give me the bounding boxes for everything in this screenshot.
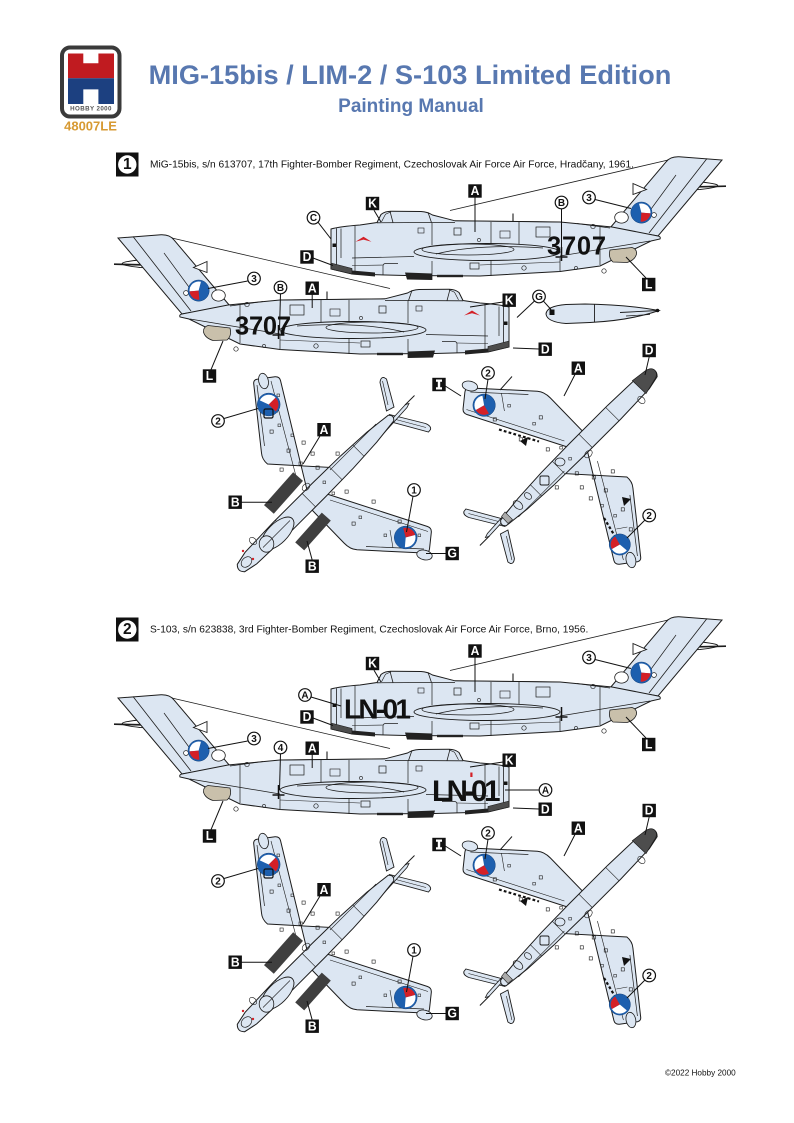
svg-text:3: 3 [251, 734, 257, 745]
svg-text:G: G [447, 1006, 457, 1021]
svg-text:B: B [231, 955, 240, 970]
svg-text:A: A [471, 644, 480, 659]
svg-text:2: 2 [123, 621, 132, 638]
svg-text:A: A [320, 422, 329, 437]
svg-text:2: 2 [215, 876, 221, 887]
svg-text:1: 1 [411, 945, 417, 956]
svg-text:3707: 3707 [235, 313, 291, 341]
svg-text:A: A [471, 184, 480, 199]
svg-text:D: D [541, 342, 550, 357]
svg-text:A: A [574, 821, 583, 836]
svg-text:A: A [542, 785, 549, 796]
svg-text:L: L [645, 737, 653, 752]
svg-text:D: D [645, 343, 654, 358]
svg-text:3707: 3707 [547, 233, 606, 261]
svg-text:Painting Manual: Painting Manual [338, 96, 484, 117]
svg-text:©2022 Hobby 2000: ©2022 Hobby 2000 [665, 1069, 736, 1078]
svg-text:3: 3 [251, 274, 257, 285]
svg-text:B: B [308, 1019, 317, 1034]
svg-text:B: B [558, 198, 565, 209]
svg-text:A: A [301, 690, 308, 701]
svg-text:C: C [310, 213, 317, 224]
svg-text:K: K [505, 753, 515, 768]
svg-text:LN-01: LN-01 [432, 775, 501, 808]
svg-text:D: D [645, 803, 654, 818]
svg-text:3: 3 [586, 653, 592, 664]
svg-text:MiG-15bis, s/n 613707, 17th Fi: MiG-15bis, s/n 613707, 17th Fighter-Bomb… [150, 160, 634, 171]
svg-text:B: B [277, 283, 284, 294]
svg-text:L: L [206, 829, 214, 844]
svg-text:A: A [320, 882, 329, 897]
svg-text:2: 2 [646, 511, 652, 522]
svg-text:2: 2 [485, 828, 491, 839]
svg-text:1: 1 [123, 156, 132, 173]
svg-text:LN-01: LN-01 [344, 694, 411, 725]
svg-text:2: 2 [485, 368, 491, 379]
svg-text:L: L [206, 369, 214, 384]
svg-text:3: 3 [586, 193, 592, 204]
svg-text:K: K [368, 656, 378, 671]
svg-text:D: D [303, 710, 312, 725]
svg-text:1: 1 [411, 485, 417, 496]
svg-text:B: B [308, 559, 317, 574]
svg-text:D: D [303, 250, 312, 265]
svg-text:L: L [645, 277, 653, 292]
svg-text:G: G [535, 292, 543, 303]
svg-text:HOBBY 2000: HOBBY 2000 [70, 106, 112, 113]
svg-text:4: 4 [278, 743, 284, 754]
svg-text:A: A [308, 281, 317, 296]
svg-text:2: 2 [215, 416, 221, 427]
svg-text:D: D [541, 802, 550, 817]
svg-text:48007LE: 48007LE [64, 119, 117, 134]
svg-text:B: B [231, 495, 240, 510]
svg-text:A: A [308, 741, 317, 756]
svg-text:2: 2 [646, 971, 652, 982]
svg-text:K: K [505, 293, 515, 308]
svg-text:A: A [574, 361, 583, 376]
svg-text:K: K [368, 196, 378, 211]
svg-text:G: G [447, 546, 457, 561]
svg-text:S-103, s/n 623838, 3rd Fighter: S-103, s/n 623838, 3rd Fighter-Bomber Re… [150, 625, 588, 636]
svg-text:MIG-15bis / LIM-2 / S-103 Limi: MIG-15bis / LIM-2 / S-103 Limited Editio… [149, 59, 672, 90]
